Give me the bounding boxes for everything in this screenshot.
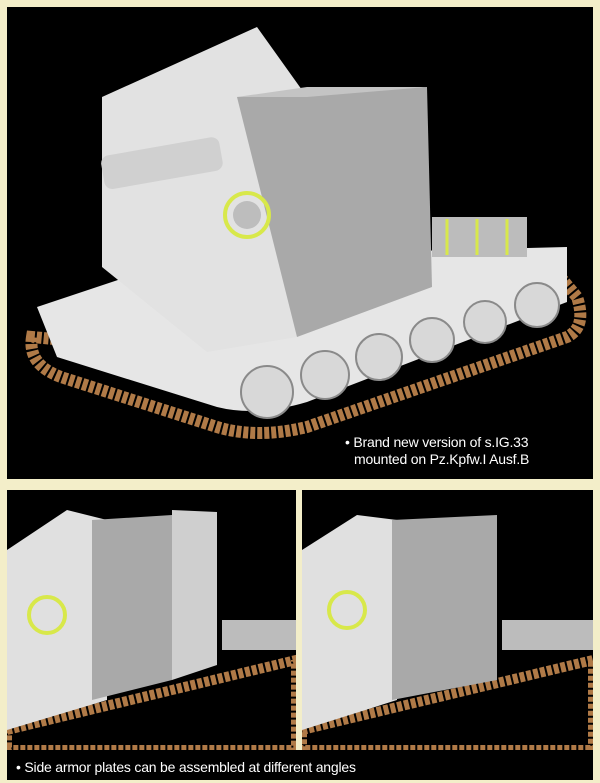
road-wheels [240, 282, 560, 419]
detail-panel-left [7, 490, 296, 750]
side-armor-plate [92, 515, 172, 700]
side-armor-plate-angled [172, 510, 217, 680]
track [25, 260, 587, 439]
main-render-panel: • Brand new version of s.IG.33 mounted o… [7, 7, 593, 479]
superstructure-front [7, 510, 107, 730]
bottom-caption: • Side armor plates can be assembled at … [12, 755, 436, 779]
track [302, 654, 593, 750]
tank-render-left [7, 510, 296, 750]
track [7, 654, 296, 750]
side-armor-plate [392, 515, 497, 700]
handwheel [327, 590, 367, 630]
side-armor-plate [237, 87, 432, 337]
handwheel [27, 595, 67, 635]
superstructure-front [302, 515, 397, 730]
detail-panel-right [302, 490, 593, 750]
gun-barrel [101, 137, 223, 190]
tank-render-right [302, 515, 593, 750]
main-caption-line1: • Brand new version of s.IG.33 [345, 434, 529, 450]
tank-render-main [25, 27, 587, 439]
main-caption-line2: mounted on Pz.Kpfw.I Ausf.B [354, 451, 530, 467]
main-caption: • Brand new version of s.IG.33 mounted o… [345, 434, 585, 468]
handwheel [223, 191, 271, 239]
